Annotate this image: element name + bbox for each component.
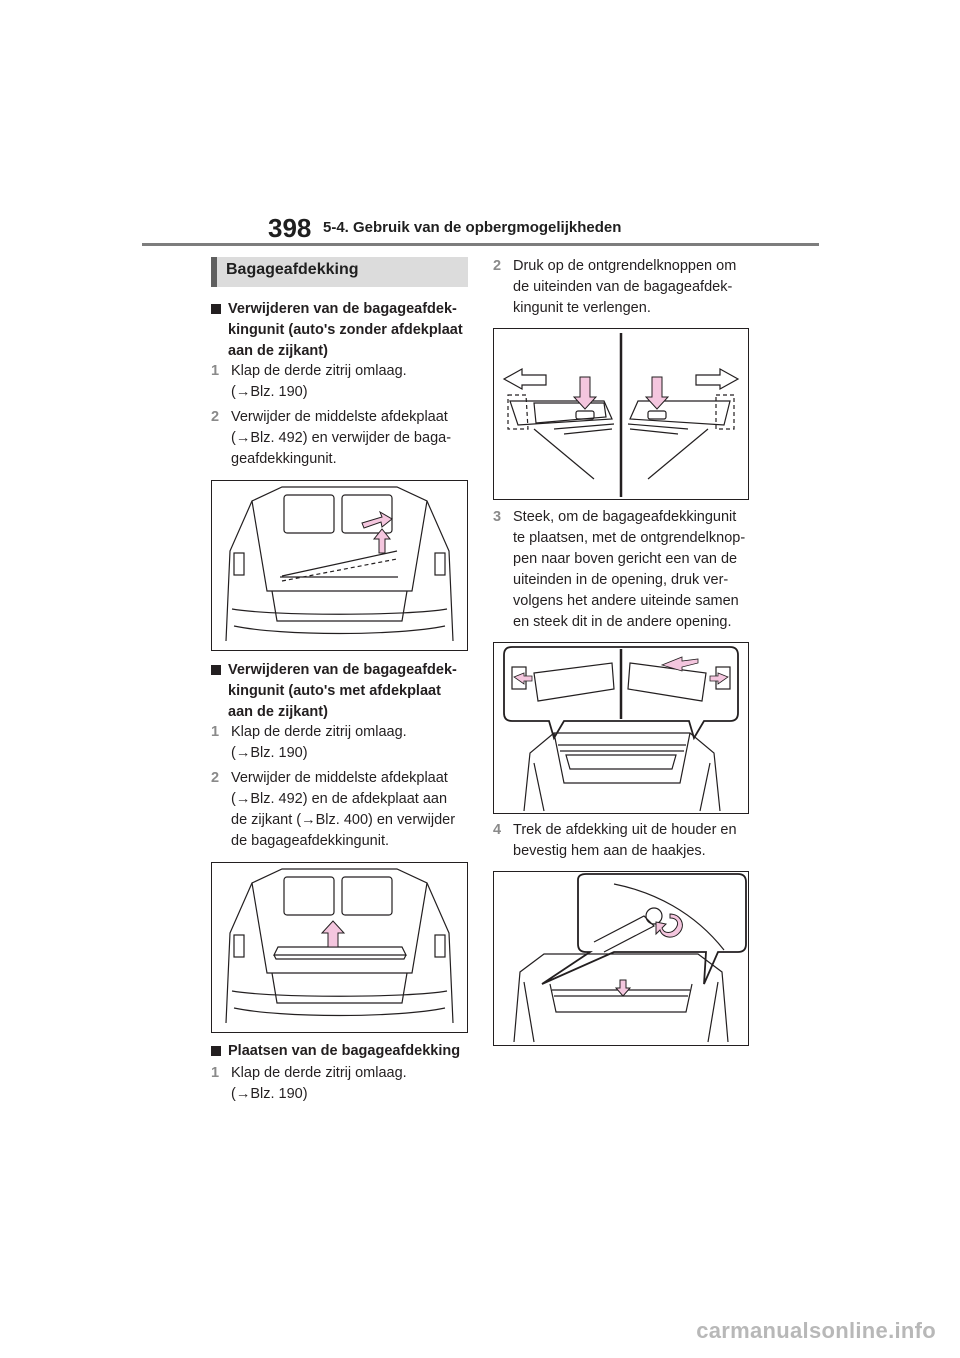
step-1-fold-third-row: 1 Klap de derde zitrij omlaag. (→Blz. 19… [211, 363, 407, 400]
step-2-press-release-buttons: 2 Druk op de ontgrendelknoppen om de uit… [493, 258, 737, 316]
section-bar: Bagageafdekking [211, 257, 468, 287]
page-number: 398 [268, 213, 312, 243]
heading-install-cover: Plaatsen van de bagageafdekking [211, 1041, 473, 1062]
square-bullet-icon [211, 665, 221, 675]
step-4-pull-out-cover: 4 Trek de afdekking uit de houder en bev… [493, 822, 737, 859]
step-3-insert-cover: 3 Steek, om de bagageafdekkingunit te pl… [493, 509, 746, 630]
step-2-remove-center-plate: 2 Verwijder de middelste afdekplaat (→Bl… [211, 409, 452, 467]
header-rule [142, 243, 819, 246]
step-1-fold-third-row-b: 1 Klap de derde zitrij omlaag. (→Blz. 19… [211, 724, 407, 761]
figure-extend-cover-ends [493, 328, 749, 500]
step-1-fold-third-row-c: 1 Klap de derde zitrij omlaag. (→Blz. 19… [211, 1065, 407, 1102]
square-bullet-icon [211, 1046, 221, 1056]
heading-remove-without-side-plate: Verwijderen van de bagageafdek- kingunit… [211, 299, 473, 362]
figure-remove-cover-without-side-plate [211, 480, 468, 651]
heading-remove-with-side-plate: Verwijderen van de bagageafdek- kingunit… [211, 660, 473, 723]
watermark: carmanualsonline.info [696, 1318, 936, 1343]
figure-remove-cover-with-side-plate [211, 862, 468, 1033]
step-2-remove-center-and-side-plate: 2 Verwijder de middelste afdekplaat (→Bl… [211, 770, 456, 849]
figure-insert-cover-ends [493, 642, 749, 814]
square-bullet-icon [211, 304, 221, 314]
figure-attach-cover-hooks [493, 871, 749, 1046]
section-bar-title: Bagageafdekking [226, 261, 359, 278]
section-title: 5-4. Gebruik van de opbergmogelijkheden [323, 219, 622, 236]
